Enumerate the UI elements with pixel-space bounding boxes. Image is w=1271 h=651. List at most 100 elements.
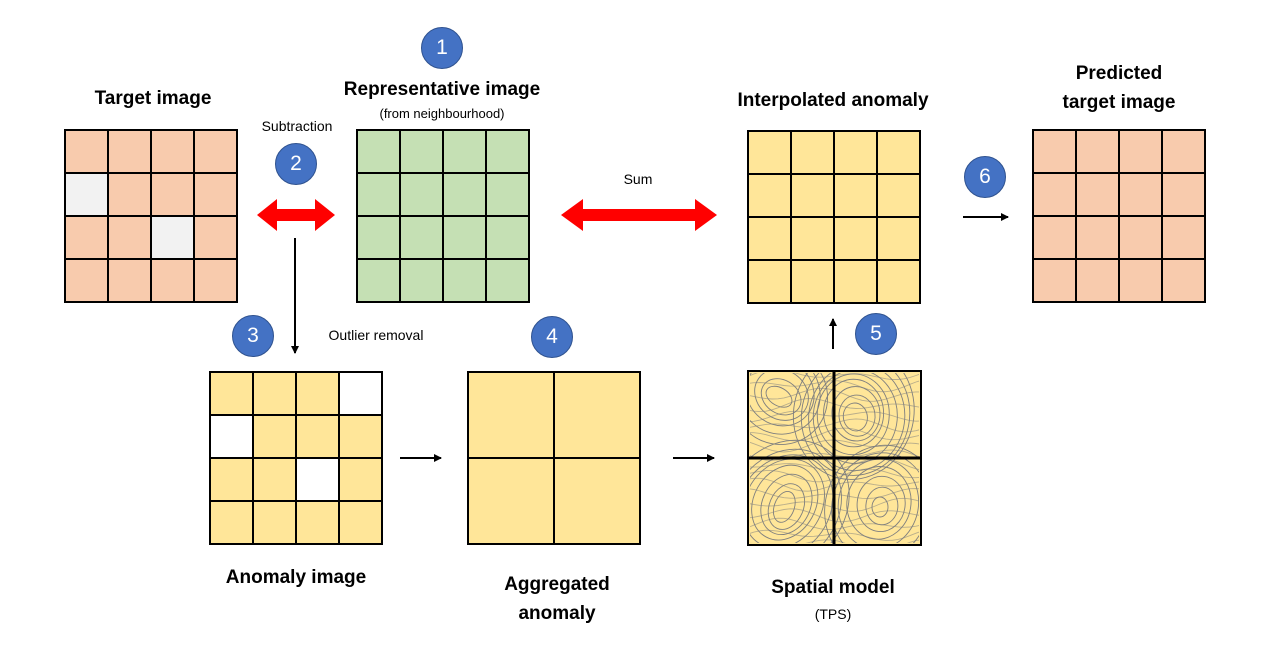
grid-cell [749, 132, 790, 173]
grid-cell [1034, 131, 1075, 172]
contour-line [750, 373, 815, 427]
grid-cell [1034, 174, 1075, 215]
contour-line [750, 468, 919, 483]
contour-line [750, 539, 919, 543]
missing-pixel-cell [340, 373, 381, 414]
contour-line [824, 444, 919, 543]
grid-cell [66, 217, 107, 258]
step-2-badge: 2 [275, 143, 317, 185]
grid-cell [878, 218, 919, 259]
missing-pixel-cell [211, 416, 252, 457]
spatial-model-tps-map [747, 370, 922, 546]
grid-cell [1163, 174, 1204, 215]
grid-cell [195, 174, 236, 215]
contour-line [823, 378, 885, 448]
grid-cell [109, 131, 150, 172]
anomaly-image-title: Anomaly image [225, 567, 367, 588]
grid-cell [340, 459, 381, 500]
contour-line [772, 491, 796, 523]
contour-line [750, 380, 919, 393]
aggregated-anomaly-title-line2: anomaly [518, 603, 596, 624]
grid-cell [340, 416, 381, 457]
grid-cell [878, 261, 919, 302]
contour-line [750, 497, 919, 512]
grid-cell [749, 218, 790, 259]
grid-cell [835, 218, 876, 259]
contour-line [750, 488, 919, 499]
contour-line [842, 402, 868, 432]
missing-pixel-cell [297, 459, 338, 500]
contour-line [750, 439, 850, 543]
missing-pixel-cell [66, 174, 107, 215]
grid-cell [1077, 131, 1118, 172]
grid-cell [487, 131, 528, 172]
grid-cell [401, 174, 442, 215]
grid-cell [358, 217, 399, 258]
grid-cell [1163, 131, 1204, 172]
predicted-target-image-grid [1032, 129, 1206, 303]
grid-cell [211, 373, 252, 414]
grid-cell [340, 502, 381, 543]
contour-line [760, 378, 802, 416]
contour-line [750, 373, 829, 446]
grid-cell [297, 416, 338, 457]
grid-cell [487, 260, 528, 301]
contour-line [750, 457, 919, 471]
contour-line [846, 466, 912, 540]
grid-cell [254, 373, 295, 414]
grid-cell [358, 174, 399, 215]
anomaly-image-grid [209, 371, 383, 545]
contour-line [856, 475, 906, 532]
grid-cell [792, 175, 833, 216]
contour-line [808, 373, 906, 472]
grid-cell [66, 260, 107, 301]
grid-cell [555, 459, 639, 543]
contour-line [750, 454, 834, 543]
grid-cell [195, 131, 236, 172]
grid-cell [1034, 217, 1075, 258]
interpolated-anomaly-title: Interpolated anomaly [737, 90, 929, 111]
contour-line [750, 439, 919, 453]
grid-cell [401, 260, 442, 301]
step-1-badge: 1 [421, 27, 463, 69]
grid-cell [444, 217, 485, 258]
sum-label: Sum [623, 171, 653, 187]
subtraction-label: Subtraction [261, 118, 333, 134]
grid-cell [555, 373, 639, 457]
grid-cell [792, 132, 833, 173]
contour-line [750, 373, 919, 380]
grid-cell [195, 260, 236, 301]
grid-cell [152, 260, 193, 301]
spatial-model-title: Spatial model [771, 577, 895, 598]
grid-cell [254, 459, 295, 500]
contour-line [760, 473, 813, 535]
step-5-badge: 5 [855, 313, 897, 355]
step-4-badge: 4 [531, 316, 573, 358]
grid-cell [211, 459, 252, 500]
contour-line [750, 529, 919, 541]
subtraction-double-arrow [257, 199, 335, 231]
grid-cell [211, 502, 252, 543]
grid-cell [1077, 217, 1118, 258]
aggregated-anomaly-grid [467, 371, 641, 545]
contour-line [754, 373, 809, 421]
grid-cell [1163, 260, 1204, 301]
grid-cell [1077, 174, 1118, 215]
grid-cell [358, 131, 399, 172]
missing-pixel-cell [152, 217, 193, 258]
grid-cell [444, 174, 485, 215]
grid-cell [109, 217, 150, 258]
grid-cell [487, 174, 528, 215]
grid-cell [487, 217, 528, 258]
grid-cell [1034, 260, 1075, 301]
contour-line [750, 458, 825, 543]
representative-image-subtitle: (from neighbourhood) [379, 106, 505, 121]
outlier-removal-label: Outlier removal [328, 327, 424, 343]
predicted-target-title-line1: Predicted [1075, 63, 1163, 84]
contour-line [751, 464, 819, 541]
grid-cell [254, 416, 295, 457]
grid-cell [254, 502, 295, 543]
grid-cell [749, 261, 790, 302]
